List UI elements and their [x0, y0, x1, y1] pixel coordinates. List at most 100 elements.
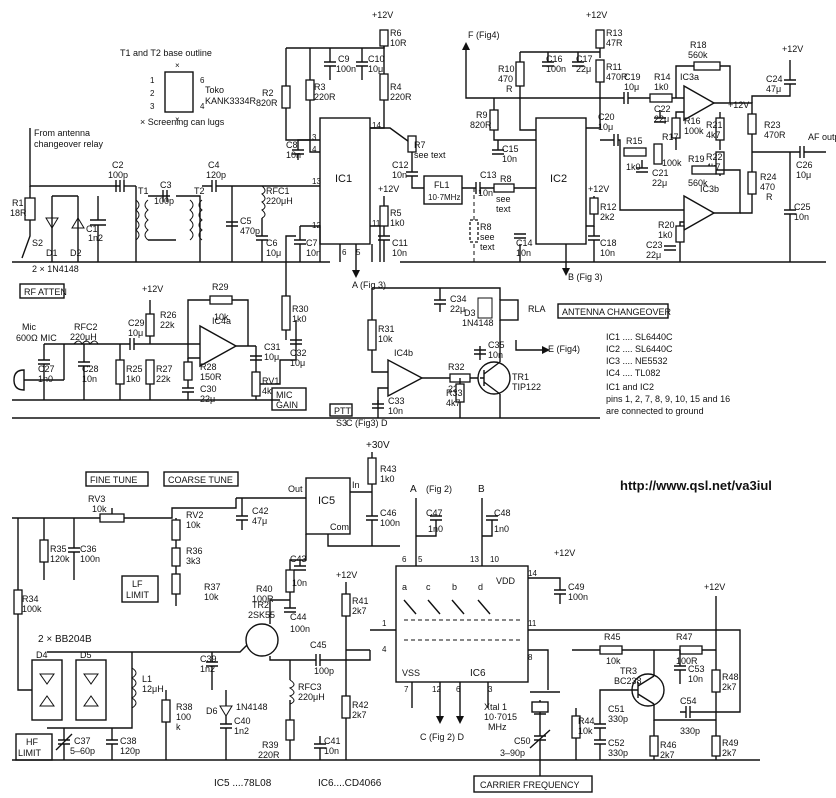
- svg-text:R32: R32: [448, 362, 465, 372]
- svg-text:see text: see text: [414, 150, 446, 160]
- ic3a-opamp: [683, 84, 716, 122]
- svg-text:10n: 10n: [324, 746, 339, 756]
- svg-text:C24: C24: [766, 74, 783, 84]
- svg-text:2: 2: [150, 89, 155, 98]
- svg-text:C52: C52: [608, 738, 625, 748]
- svg-text:B (Fig 3): B (Fig 3): [568, 272, 603, 282]
- svg-text:RFC1: RFC1: [266, 186, 290, 196]
- svg-text:330p: 330p: [680, 726, 700, 736]
- svg-text:100k: 100k: [684, 126, 704, 136]
- svg-text:10n: 10n: [292, 578, 307, 588]
- svg-text:22μ: 22μ: [450, 304, 465, 314]
- svg-text:10k: 10k: [214, 312, 229, 322]
- svg-text:100k: 100k: [22, 604, 42, 614]
- svg-text:+12V: +12V: [554, 548, 575, 558]
- svg-text:C1: C1: [86, 224, 98, 234]
- ic1-block: [319, 117, 371, 245]
- svg-text:22μ: 22μ: [576, 64, 591, 74]
- svg-text:22k: 22k: [160, 320, 175, 330]
- svg-text:10μ: 10μ: [624, 82, 639, 92]
- svg-text:5: 5: [356, 248, 361, 257]
- svg-text:R27: R27: [156, 364, 173, 374]
- receiver-section: T1 and T2 base outline 123 64 ×× Toko KA…: [10, 10, 836, 428]
- svg-text:+12V: +12V: [782, 44, 803, 54]
- svg-text:470p: 470p: [240, 226, 260, 236]
- svg-text:10μ: 10μ: [598, 122, 613, 132]
- t1-coil: [135, 199, 140, 241]
- svg-text:c: c: [426, 582, 431, 592]
- svg-text:R37: R37: [204, 582, 221, 592]
- svg-text:R13: R13: [606, 28, 623, 38]
- svg-text:COARSE TUNE: COARSE TUNE: [168, 475, 233, 485]
- svg-text:Xtal 1: Xtal 1: [484, 702, 507, 712]
- svg-text:R25: R25: [126, 364, 143, 374]
- svg-text:1: 1: [382, 619, 387, 628]
- svg-text:C17: C17: [576, 54, 593, 64]
- svg-text:8: 8: [528, 653, 533, 662]
- ic5-regulator: [305, 477, 351, 535]
- svg-text:a: a: [402, 582, 407, 592]
- svg-text:R49: R49: [722, 738, 739, 748]
- svg-text:D2: D2: [70, 248, 82, 258]
- svg-text:C8: C8: [286, 140, 298, 150]
- svg-text:600Ω MIC: 600Ω MIC: [16, 333, 57, 343]
- svg-text:IC5 ....78L08: IC5 ....78L08: [214, 778, 272, 789]
- svg-text:820R: 820R: [470, 120, 492, 130]
- svg-text:Mic: Mic: [22, 322, 36, 332]
- svg-text:R11: R11: [606, 62, 622, 72]
- svg-text:10n: 10n: [794, 212, 809, 222]
- fl1-filter: [423, 175, 463, 205]
- svg-text:IC1 and IC2: IC1 and IC2: [606, 382, 654, 392]
- svg-text:R17: R17: [662, 132, 679, 142]
- svg-text:R43: R43: [380, 464, 397, 474]
- svg-text:IC4 .... TL082: IC4 .... TL082: [606, 368, 660, 378]
- ptt-label: [329, 403, 353, 417]
- svg-text:+12V: +12V: [142, 284, 163, 294]
- svg-text:C45: C45: [310, 640, 327, 650]
- svg-text:R19: R19: [688, 154, 705, 164]
- svg-text:HF: HF: [26, 737, 38, 747]
- svg-text:120p: 120p: [120, 746, 140, 756]
- svg-text:RV2: RV2: [186, 510, 203, 520]
- svg-text:10k: 10k: [92, 504, 107, 514]
- svg-text:10μ: 10μ: [266, 248, 281, 258]
- svg-text:C51: C51: [608, 704, 625, 714]
- svg-text:R30: R30: [292, 304, 309, 314]
- svg-text:3: 3: [488, 685, 493, 694]
- svg-text:11: 11: [528, 619, 537, 628]
- toko-part: KANK3334R: [205, 96, 257, 106]
- svg-text:R47: R47: [676, 632, 693, 642]
- svg-text:R22: R22: [706, 152, 723, 162]
- svg-text:100n: 100n: [336, 64, 356, 74]
- svg-text:S3: S3: [336, 418, 347, 428]
- svg-text:AF output: AF output: [808, 132, 836, 142]
- svg-text:FINE TUNE: FINE TUNE: [90, 475, 137, 485]
- svg-text:6: 6: [342, 248, 347, 257]
- svg-text:R23: R23: [764, 120, 781, 130]
- source-url: http://www.qsl.net/va3iul: [620, 478, 772, 493]
- svg-text:C32: C32: [290, 348, 307, 358]
- svg-text:C13: C13: [480, 170, 497, 180]
- svg-text:C11: C11: [392, 238, 408, 248]
- svg-text:820R: 820R: [256, 98, 278, 108]
- svg-text:10μ: 10μ: [368, 64, 383, 74]
- svg-text:k: k: [176, 722, 181, 732]
- svg-text:2k2: 2k2: [600, 212, 615, 222]
- svg-text:330p: 330p: [608, 748, 628, 758]
- svg-text:220μH: 220μH: [70, 332, 97, 342]
- svg-text:560k: 560k: [688, 50, 708, 60]
- svg-text:C5: C5: [240, 216, 252, 226]
- d2-diode: [71, 217, 85, 229]
- lf-limit-label: [121, 575, 159, 603]
- svg-text:C40: C40: [234, 716, 251, 726]
- svg-text:R29: R29: [212, 282, 229, 292]
- svg-text:1N4148: 1N4148: [462, 318, 494, 328]
- svg-text:R8: R8: [500, 174, 512, 184]
- coil-outline: [164, 71, 194, 113]
- svg-text:Com: Com: [330, 522, 349, 532]
- svg-text:10μ: 10μ: [128, 328, 143, 338]
- svg-text:D4: D4: [36, 650, 48, 660]
- svg-text:120p: 120p: [206, 170, 226, 180]
- svg-text:(Fig 2): (Fig 2): [426, 484, 452, 494]
